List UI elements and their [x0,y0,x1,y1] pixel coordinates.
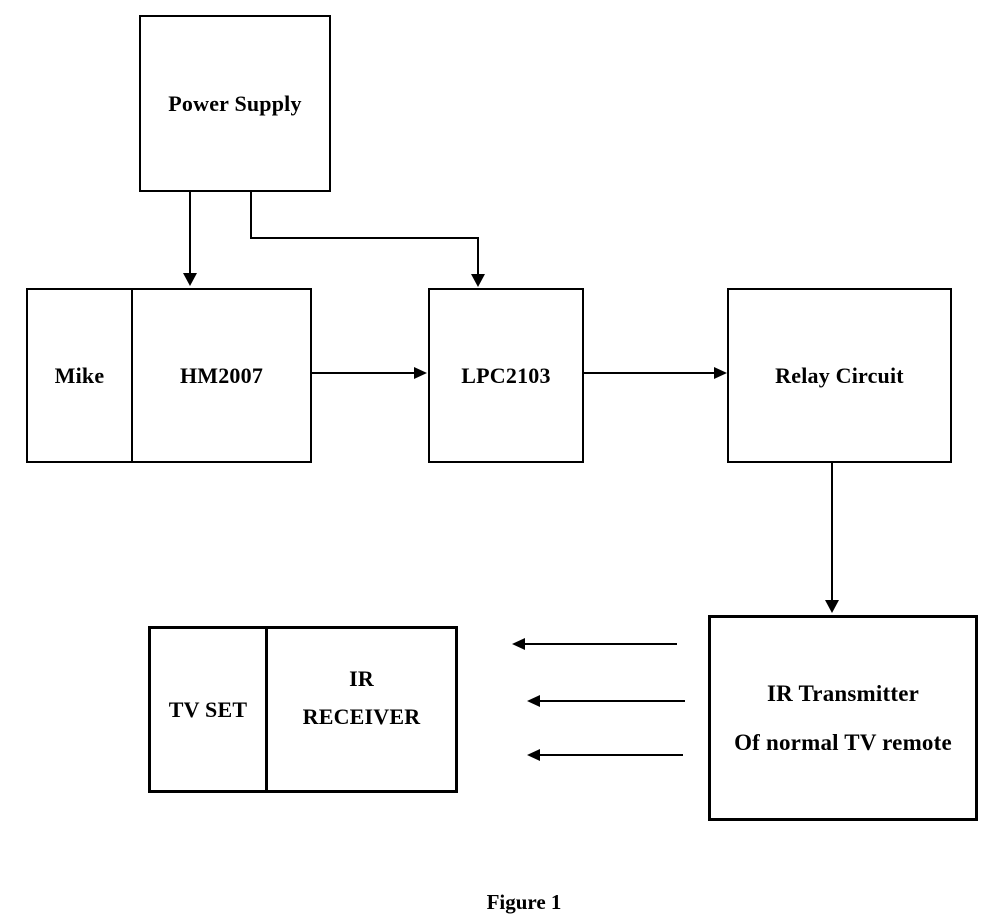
relay-circuit-box: Relay Circuit [727,288,952,463]
ir-signal-arrow-3-head [527,749,540,761]
lpc2103-box: LPC2103 [428,288,584,463]
connector-power-to-lpc2103-seg2 [250,237,479,239]
tv-ir-receiver-box: TV SET IR RECEIVER [148,626,458,793]
ir-signal-arrow-1-head [512,638,525,650]
arrow-hm2007-to-lpc2103-head [414,367,427,379]
relay-circuit-label: Relay Circuit [775,362,904,388]
connector-power-to-lpc2103-seg3 [477,237,479,275]
mike-label: Mike [54,362,105,388]
ir-signal-arrow-3-line [539,754,683,756]
arrow-power-to-hm2007-line [189,192,191,274]
ir-signal-arrow-1-line [524,643,677,645]
mike-hm2007-box: Mike HM2007 [26,288,312,463]
ir-receiver-label-line2: RECEIVER [302,703,421,729]
tv-set-label: TV SET [168,696,248,722]
ir-receiver-box: IR RECEIVER [268,629,455,790]
ir-transmitter-label: IR Transmitter Of normal TV remote [734,681,952,755]
arrow-relay-to-ir-transmitter-head [825,600,839,613]
ir-signal-arrow-2-head [527,695,540,707]
connector-power-to-lpc2103-seg1 [250,192,252,239]
arrow-hm2007-to-lpc2103-line [312,372,415,374]
arrow-power-to-lpc2103-head [471,274,485,287]
hm2007-label: HM2007 [179,362,264,388]
arrow-lpc2103-to-relay-head [714,367,727,379]
tv-set-box: TV SET [151,629,268,790]
hm2007-box: HM2007 [133,290,310,461]
ir-receiver-label-line1: IR [349,665,374,691]
arrow-lpc2103-to-relay-line [584,372,715,374]
mike-box: Mike [28,290,133,461]
power-supply-label: Power Supply [168,90,302,116]
lpc2103-label: LPC2103 [461,362,551,388]
ir-transmitter-box: IR Transmitter Of normal TV remote [708,615,978,821]
arrow-power-to-hm2007-head [183,273,197,286]
arrow-relay-to-ir-transmitter-line [831,463,833,602]
power-supply-box: Power Supply [139,15,331,192]
ir-signal-arrow-2-line [539,700,685,702]
figure-caption: Figure 1 [486,890,562,914]
